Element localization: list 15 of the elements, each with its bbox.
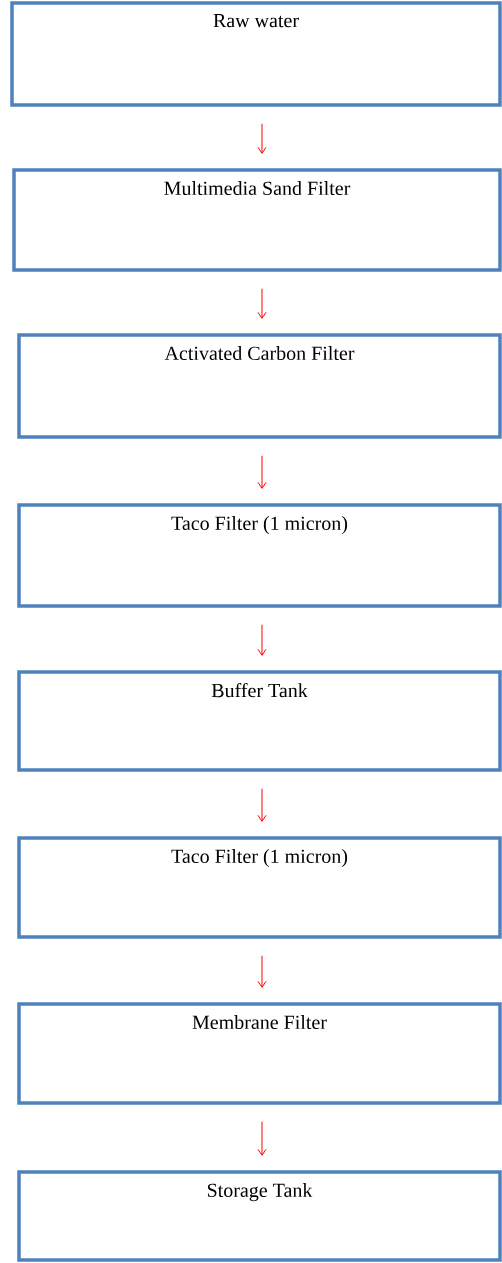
arrow [257, 455, 267, 489]
arrow [257, 1121, 267, 1156]
process-box: Storage Tank [17, 1170, 502, 1262]
arrow [257, 288, 267, 319]
process-box: Buffer Tank [17, 670, 502, 772]
process-box: Multimedia Sand Filter [12, 168, 502, 272]
arrow [257, 123, 267, 154]
arrow [257, 955, 267, 988]
process-box: Activated Carbon Filter [17, 333, 502, 439]
arrow [257, 788, 267, 822]
arrow [257, 624, 267, 656]
process-box: Taco Filter (1 micron) [17, 503, 502, 608]
process-box: Membrane Filter [17, 1002, 502, 1105]
process-box: Taco Filter (1 micron) [17, 836, 502, 939]
process-box: Raw water [10, 1, 502, 107]
